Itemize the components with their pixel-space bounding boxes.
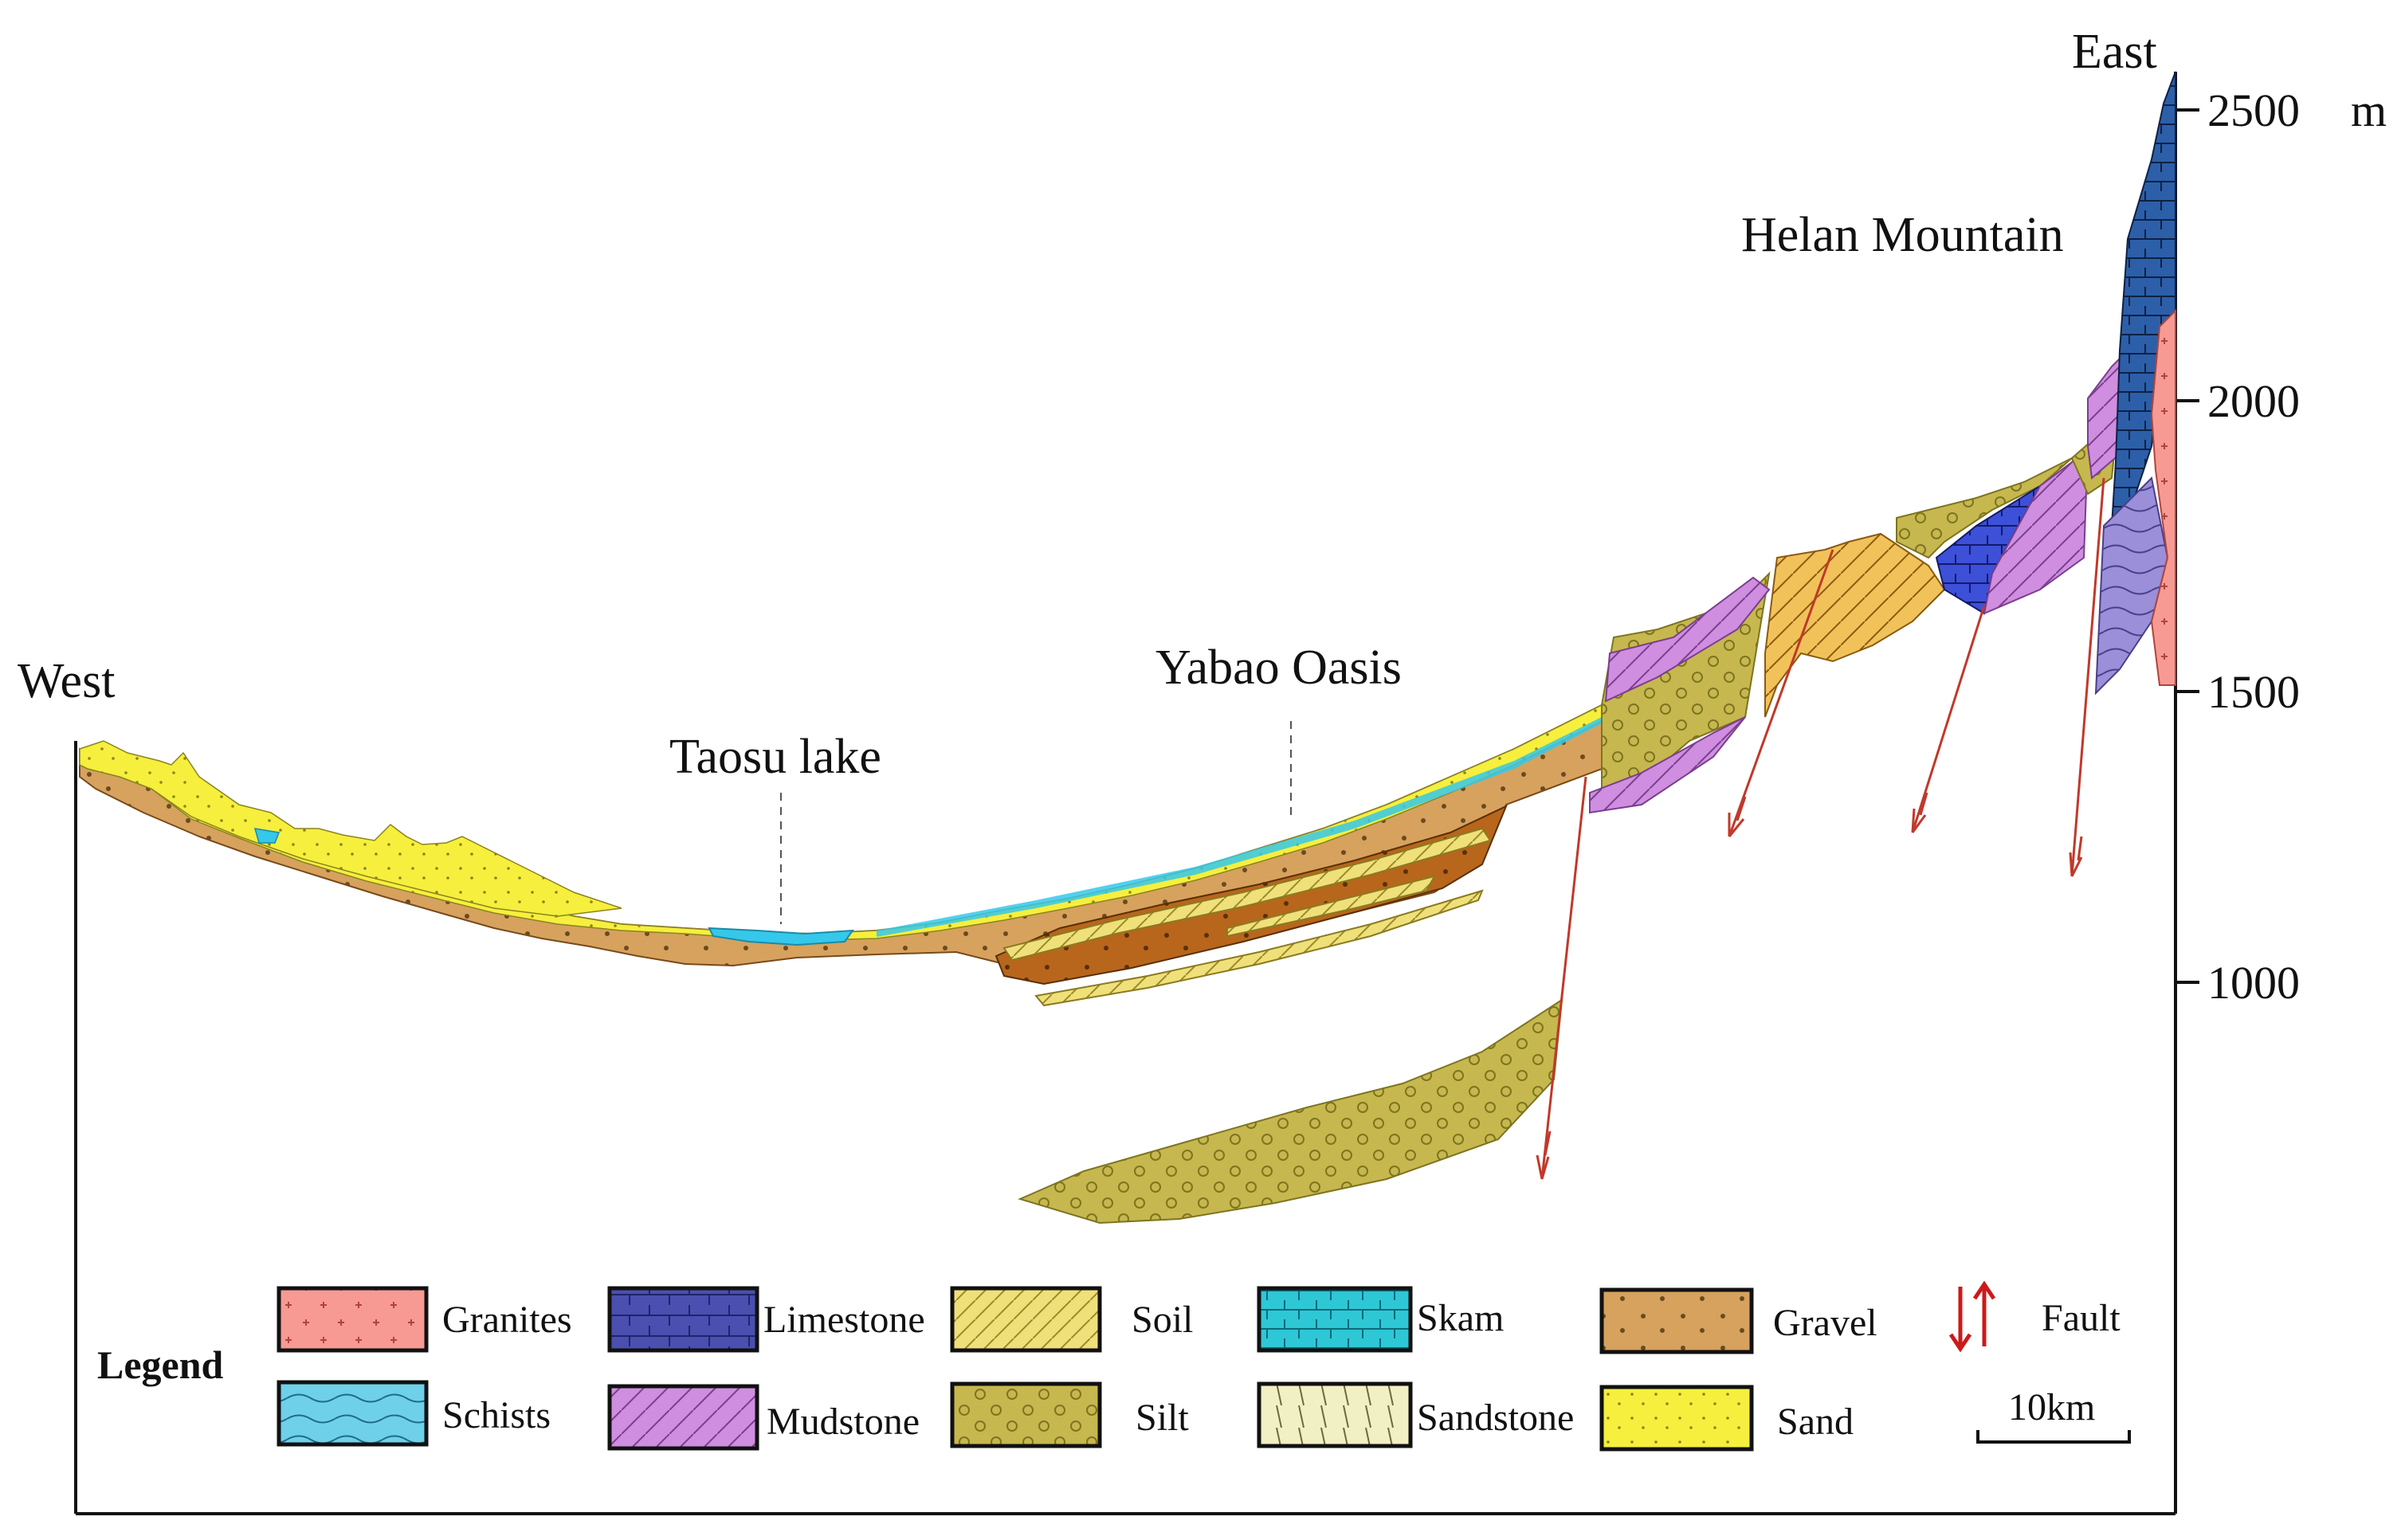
elevation-axis: 2500 2000 1500 1000 m: [2175, 84, 2387, 1009]
soil-stripe: [1034, 889, 1484, 1007]
legend-swatch-schists: [277, 1380, 429, 1447]
legend-swatch-skam: [1257, 1286, 1413, 1353]
legend-label-schists: Schists: [442, 1394, 551, 1436]
fault-line: [2070, 477, 2105, 877]
legend-label-fault: Fault: [2042, 1297, 2121, 1339]
legend-swatch-sandstone: [1257, 1381, 1413, 1448]
axis-tick-label: 1500: [2207, 666, 2300, 718]
fault-arrow: [1728, 796, 1747, 837]
legend-label-gravel: Gravel: [1773, 1302, 1877, 1344]
legend-swatch-soil: [950, 1286, 1102, 1353]
legend-swatch-mudstone: [607, 1384, 759, 1451]
legend-label-granites: Granites: [442, 1299, 572, 1341]
axis-unit-label: m: [2351, 84, 2387, 136]
silt-band-upper: [1896, 457, 2073, 559]
fault-lines: [1536, 477, 2105, 1180]
legend-label-mudstone: Mudstone: [767, 1401, 920, 1443]
fault-line: [1728, 549, 1834, 837]
mudstone-lower: [1589, 716, 1746, 814]
legend-label-soil: Soil: [1132, 1299, 1193, 1341]
sandstone-block: [1764, 532, 1946, 718]
soil-stripe: [1226, 875, 1436, 938]
legend: Legend Granites Limestone Soil Skam Grav…: [97, 1280, 2131, 1452]
legend-swatch-sand: [1599, 1385, 1754, 1452]
small-pond: [253, 828, 281, 844]
granite-intrusion: [2150, 308, 2176, 686]
scale-bar: 10km: [1976, 1386, 2131, 1444]
west-label: West: [18, 654, 115, 708]
east-label: East: [2072, 25, 2157, 79]
legend-swatch-gravel: [1599, 1287, 1754, 1354]
scale-bar-label: 10km: [2008, 1386, 2095, 1428]
legend-label-silt: Silt: [1136, 1397, 1189, 1439]
fault-line: [1911, 605, 1986, 833]
helan-mountain-label: Helan Mountain: [1741, 208, 2064, 262]
legend-title: Legend: [97, 1342, 224, 1387]
legend-fault-icon: [1948, 1280, 1996, 1353]
legend-swatch-granites: [277, 1286, 429, 1353]
legend-label-limestone: Limestone: [763, 1299, 925, 1341]
western-dunes: [79, 740, 622, 917]
legend-label-sand: Sand: [1777, 1401, 1854, 1443]
legend-swatch-silt: [950, 1381, 1102, 1448]
taosu-lake-water: [708, 927, 855, 946]
mudstone-wedge: [1604, 576, 1771, 703]
soil-stripe: [1002, 827, 1492, 962]
axis-tick-label: 1000: [2207, 957, 2300, 1009]
yabao-oasis-label: Yabao Oasis: [1155, 641, 1402, 695]
legend-swatch-limestone: [607, 1286, 759, 1353]
taosu-lake-label: Taosu lake: [669, 730, 881, 784]
mudstone-mid-block: [1983, 444, 2089, 615]
fault-line: [1540, 776, 1587, 1180]
fault-arrow: [2069, 836, 2083, 877]
fault-arrow: [1536, 1131, 1552, 1180]
axis-tick-label: 2000: [2207, 375, 2300, 427]
legend-label-skam: Skam: [1417, 1297, 1504, 1339]
deep-silt-lens: [1018, 998, 1563, 1225]
axis-tick-label: 2500: [2207, 84, 2300, 136]
legend-label-sandstone: Sandstone: [1417, 1397, 1574, 1439]
fault-arrow: [1911, 792, 1928, 833]
